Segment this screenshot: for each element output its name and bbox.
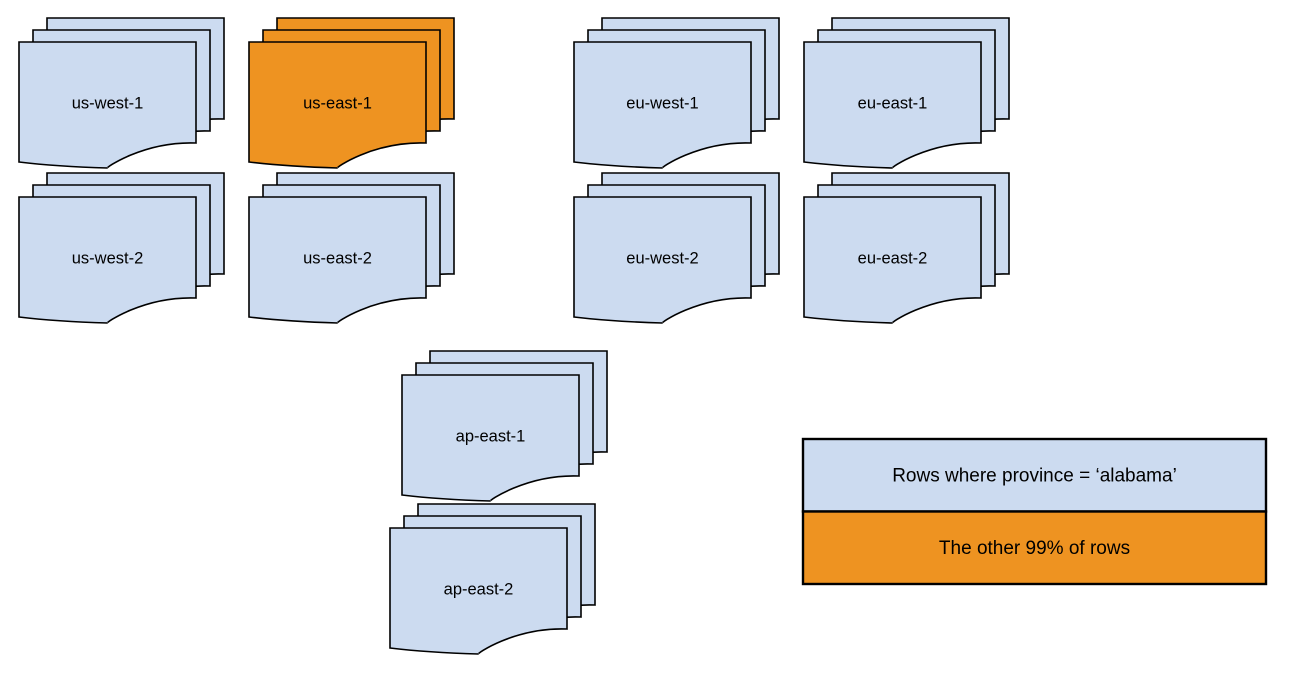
document-sheet-front — [803, 41, 982, 169]
document-sheet-front — [803, 196, 982, 324]
legend-swatch-orange — [801, 510, 1268, 586]
document-stack-eu-west-2[interactable]: eu-west-2 — [573, 172, 780, 324]
document-stack-label: us-west-1 — [72, 94, 144, 112]
document-stack-us-east-2[interactable]: us-east-2 — [248, 172, 455, 324]
legend-label-blue: Rows where province = ‘alabama’ — [892, 465, 1177, 486]
document-stack-label: eu-east-1 — [858, 94, 928, 112]
legend-label-orange: The other 99% of rows — [939, 538, 1130, 559]
document-sheet-front — [18, 196, 197, 324]
document-sheet-front — [18, 41, 197, 169]
legend-row-orange: The other 99% of rows — [801, 510, 1268, 586]
legend-swatch-blue — [801, 437, 1268, 513]
document-stack-ap-east-1[interactable]: ap-east-1 — [401, 350, 608, 502]
document-stack-us-west-2[interactable]: us-west-2 — [18, 172, 225, 324]
document-sheet-front — [248, 41, 427, 169]
document-stack-us-east-1[interactable]: us-east-1 — [248, 17, 455, 169]
document-stack-label: eu-east-2 — [858, 249, 928, 267]
document-stack-eu-east-1[interactable]: eu-east-1 — [803, 17, 1010, 169]
document-stacks-group: us-west-1 us-east-1 eu-west-1 eu-east-1 us-w… — [18, 17, 1010, 655]
document-stack-ap-east-2[interactable]: ap-east-2 — [389, 503, 596, 655]
document-stack-label: us-west-2 — [72, 249, 144, 267]
document-stack-label: eu-west-2 — [626, 249, 698, 267]
document-stack-label: ap-east-1 — [456, 427, 526, 445]
document-sheet-front — [573, 196, 752, 324]
document-stack-eu-east-2[interactable]: eu-east-2 — [803, 172, 1010, 324]
document-stack-eu-west-1[interactable]: eu-west-1 — [573, 17, 780, 169]
document-sheet-front — [401, 374, 580, 502]
document-sheet-front — [389, 527, 568, 655]
legend-row-blue: Rows where province = ‘alabama’ — [801, 437, 1268, 513]
document-stack-label: eu-west-1 — [626, 94, 698, 112]
document-sheet-front — [248, 196, 427, 324]
legend-group: Rows where province = ‘alabama’ The other… — [801, 437, 1268, 586]
document-stack-label: ap-east-2 — [444, 580, 514, 598]
document-stack-label: us-east-2 — [303, 249, 372, 267]
document-stack-us-west-1[interactable]: us-west-1 — [18, 17, 225, 169]
document-sheet-front — [573, 41, 752, 169]
document-stack-label: us-east-1 — [303, 94, 372, 112]
